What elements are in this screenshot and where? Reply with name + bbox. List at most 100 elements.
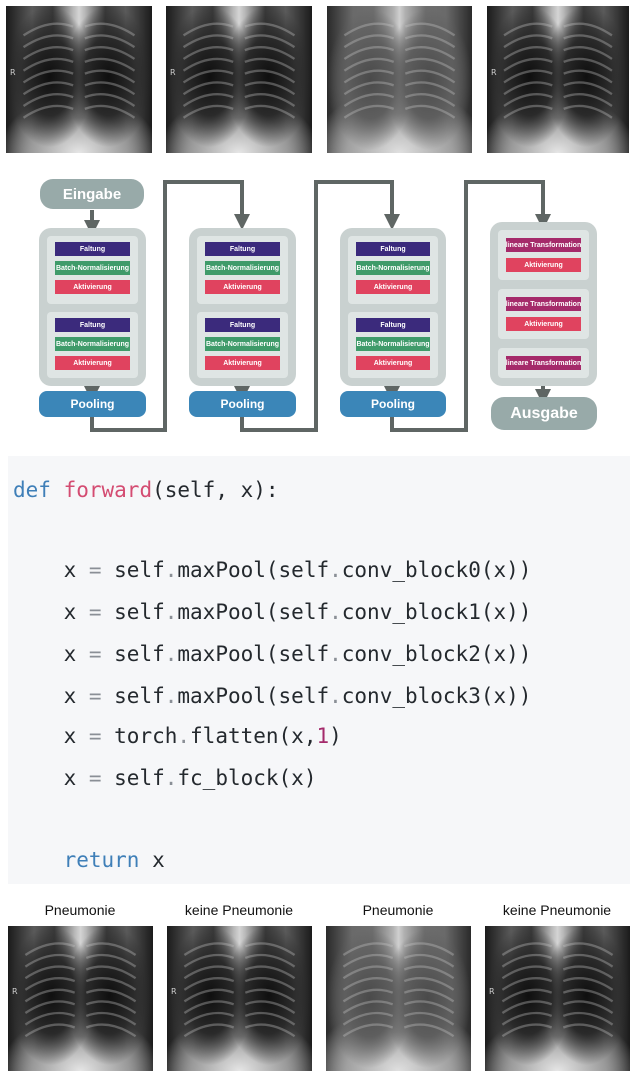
- layer-activation: Aktivierung: [356, 280, 430, 294]
- layer-conv: Faltung: [205, 318, 280, 332]
- layer-activation: Aktivierung: [356, 356, 430, 370]
- code-line: def forward(self, x):: [13, 478, 279, 502]
- layer-linear: lineare Transformation: [506, 238, 581, 252]
- fc-sub-block: lineare Transformation Aktivierung: [498, 289, 589, 339]
- layer-activation: Aktivierung: [55, 356, 130, 370]
- code-token: .: [177, 724, 191, 748]
- conv-sub-block: Faltung Batch-Normalisierung Aktivierung: [348, 236, 438, 304]
- code-token: x: [139, 848, 165, 872]
- layer-activation: Aktivierung: [205, 356, 280, 370]
- code-token: =: [88, 558, 102, 582]
- layer-activation: Aktivierung: [506, 317, 581, 331]
- code-line: x = torch.flatten(x,1): [13, 724, 342, 748]
- code-token: (self, x):: [152, 478, 279, 502]
- xray-marker: R: [10, 67, 16, 77]
- pooling-node-2: Pooling: [189, 391, 296, 417]
- code-token: x: [13, 600, 89, 624]
- fc-sub-block: lineare Transformation: [498, 348, 589, 378]
- code-token: .: [329, 642, 342, 666]
- code-token: return: [63, 848, 140, 872]
- code-line: x = self.maxPool(self.conv_block0(x)): [13, 558, 532, 582]
- input-node: Eingabe: [40, 179, 144, 209]
- conv-sub-block: Faltung Batch-Normalisierung Aktivierung: [348, 312, 438, 378]
- xray-image-top-1: R: [6, 6, 152, 153]
- code-token: maxPool(self: [177, 684, 330, 708]
- code-block: def forward(self, x): x = self.maxPool(s…: [8, 456, 630, 884]
- code-token: x: [13, 558, 89, 582]
- code-token: self: [101, 600, 165, 624]
- code-token: self: [101, 766, 165, 790]
- xray-image-bottom-3: [326, 926, 471, 1071]
- fc-sub-block: lineare Transformation Aktivierung: [498, 230, 589, 280]
- code-token: conv_block0(x)): [341, 558, 532, 582]
- layer-conv: Faltung: [55, 318, 130, 332]
- conv-block-2: Faltung Batch-Normalisierung Aktivierung…: [189, 228, 296, 386]
- fc-block: lineare Transformation Aktivierung linea…: [490, 222, 597, 386]
- code-line: x = self.fc_block(x): [13, 766, 317, 790]
- layer-batchnorm: Batch-Normalisierung: [205, 337, 280, 351]
- code-token: fc_block(x): [177, 766, 317, 790]
- conv-sub-block: Faltung Batch-Normalisierung Aktivierung: [197, 312, 288, 378]
- code-token: =: [88, 642, 102, 666]
- code-token: =: [88, 684, 102, 708]
- code-token: [51, 478, 64, 502]
- rib-lines: [342, 942, 455, 1038]
- prediction-label-3: Pneumonie: [362, 902, 434, 918]
- xray-image-bottom-1: R: [8, 926, 153, 1071]
- code-line: x = self.maxPool(self.conv_block1(x)): [13, 600, 532, 624]
- prediction-label-2: keine Pneumonie: [184, 902, 294, 918]
- code-token: maxPool(self: [177, 642, 330, 666]
- xray-marker: R: [491, 67, 497, 77]
- code-token: [13, 848, 64, 872]
- rib-lines: [24, 942, 137, 1038]
- code-token: ): [329, 724, 342, 748]
- layer-linear: lineare Transformation: [506, 297, 581, 311]
- layer-activation: Aktivierung: [55, 280, 130, 294]
- code-token: self: [101, 558, 165, 582]
- code-token: flatten(x,: [190, 724, 317, 748]
- code-token: def: [13, 478, 51, 502]
- xray-image-top-3: [327, 6, 472, 153]
- conv-block-3: Faltung Batch-Normalisierung Aktivierung…: [340, 228, 446, 386]
- code-token: .: [164, 558, 178, 582]
- layer-conv: Faltung: [205, 242, 280, 256]
- layer-batchnorm: Batch-Normalisierung: [205, 261, 280, 275]
- code-token: x: [13, 642, 89, 666]
- rib-lines: [503, 22, 613, 119]
- code-token: =: [88, 724, 102, 748]
- layer-conv: Faltung: [356, 242, 430, 256]
- code-token: =: [88, 766, 102, 790]
- xray-image-top-2: R: [166, 6, 312, 153]
- architecture-diagram: Eingabe Faltung Batch-Normalisierung Akt…: [0, 160, 634, 450]
- rib-lines: [182, 22, 296, 119]
- code-token: maxPool(self: [177, 600, 330, 624]
- code-token: .: [329, 684, 342, 708]
- rib-lines: [343, 22, 456, 119]
- layer-batchnorm: Batch-Normalisierung: [55, 337, 130, 351]
- code-token: torch: [101, 724, 178, 748]
- code-token: conv_block1(x)): [341, 600, 532, 624]
- xray-image-top-4: R: [487, 6, 629, 153]
- layer-activation: Aktivierung: [506, 258, 581, 272]
- layer-linear: lineare Transformation: [506, 356, 581, 370]
- conv-block-1: Faltung Batch-Normalisierung Aktivierung…: [39, 228, 146, 386]
- prediction-label-1: Pneumonie: [44, 902, 116, 918]
- layer-activation: Aktivierung: [205, 280, 280, 294]
- xray-image-bottom-4: R: [485, 926, 630, 1071]
- xray-image-bottom-2: R: [167, 926, 312, 1071]
- output-node: Ausgabe: [491, 397, 597, 430]
- code-line: x = self.maxPool(self.conv_block3(x)): [13, 684, 532, 708]
- code-line: x = self.maxPool(self.conv_block2(x)): [13, 642, 532, 666]
- conv-sub-block: Faltung Batch-Normalisierung Aktivierung: [197, 236, 288, 304]
- code-token: .: [164, 642, 178, 666]
- code-token: .: [164, 600, 178, 624]
- layer-conv: Faltung: [55, 242, 130, 256]
- layer-batchnorm: Batch-Normalisierung: [356, 337, 430, 351]
- rib-lines: [183, 942, 296, 1038]
- xray-marker: R: [489, 986, 495, 996]
- rib-lines: [501, 942, 614, 1038]
- connector-lines: [84, 180, 551, 432]
- rib-lines: [22, 22, 136, 119]
- layer-batchnorm: Batch-Normalisierung: [55, 261, 130, 275]
- pooling-node-1: Pooling: [39, 391, 146, 417]
